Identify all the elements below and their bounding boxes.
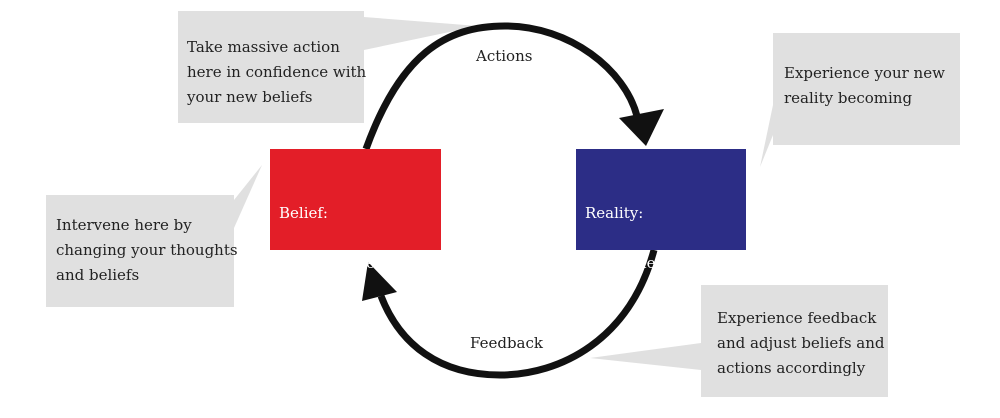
belief-box xyxy=(270,149,441,250)
callout-top-right xyxy=(760,33,960,167)
reality-box xyxy=(576,149,746,250)
callout-bottom-right-text: Experience feedback and adjust beliefs a… xyxy=(717,309,885,377)
actions-label: Actions xyxy=(476,47,533,65)
feedback-arc xyxy=(377,249,658,379)
reality-title: Reality: xyxy=(585,204,644,222)
callout-top-right-text: Experience your new reality becoming xyxy=(784,64,945,107)
callout-top-left xyxy=(178,11,478,123)
actions-arrowhead xyxy=(619,109,664,146)
callout-top-left-text: Take massive action here in confidence w… xyxy=(187,38,367,106)
belief-label: Belief: Who am I becoming? xyxy=(279,176,439,301)
callout-left-text: Intervene here by changing your thoughts… xyxy=(56,216,238,284)
callout-bottom-right xyxy=(590,285,888,397)
feedback-arrowhead xyxy=(362,262,397,301)
reality-subtitle: Confirmed becoming xyxy=(585,254,745,272)
feedback-label: Feedback xyxy=(470,334,543,352)
belief-title: Belief: xyxy=(279,204,328,222)
callout-left xyxy=(46,165,262,307)
actions-arc xyxy=(362,22,641,151)
belief-subtitle: Who am I becoming? xyxy=(279,254,439,272)
reality-label: Reality: Confirmed becoming xyxy=(585,176,744,301)
